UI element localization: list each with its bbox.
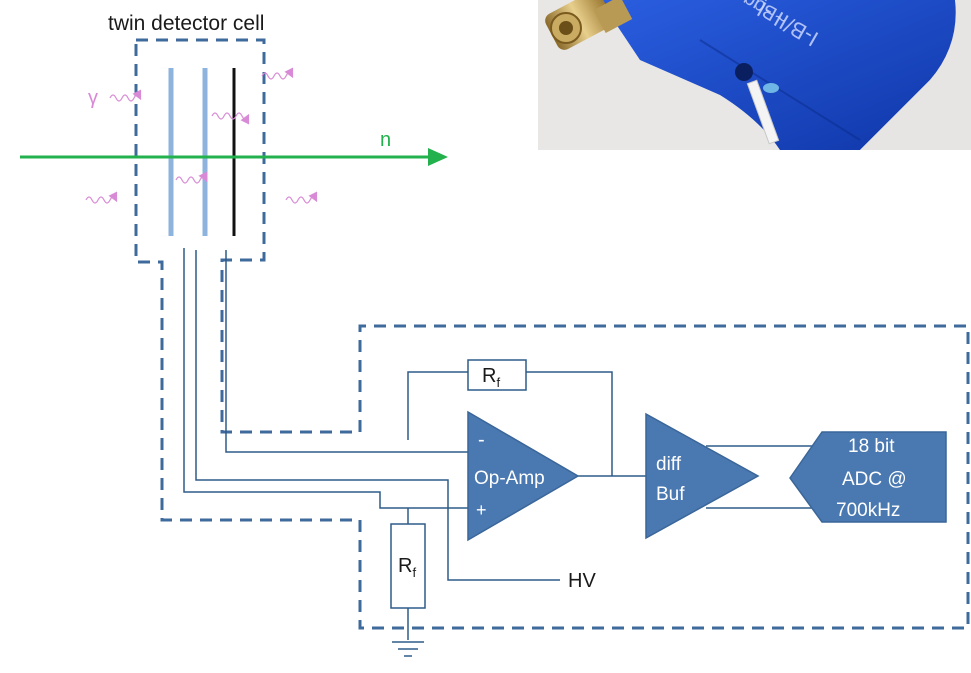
diff-buffer — [645, 412, 760, 540]
ground-resistor-label: R — [398, 555, 412, 577]
op-amp-minus: - — [478, 429, 485, 451]
feedback-resistor — [467, 359, 527, 391]
ground-resistor-sub: f — [412, 565, 416, 580]
svg-text:Rf: Rf — [482, 365, 500, 390]
op-amp-plus: + — [476, 500, 487, 520]
device-port — [735, 63, 753, 81]
neutron-beam — [20, 148, 448, 166]
adc-line1: 18 bit — [848, 436, 895, 457]
feedback-resistor-label: R — [482, 365, 496, 387]
svg-text:Rf: Rf — [398, 555, 416, 580]
hv-label: HV — [568, 570, 596, 592]
gamma-rays — [85, 67, 318, 204]
feedback-resistor-sub: f — [496, 375, 500, 390]
diff-buffer-line1: diff — [656, 454, 682, 475]
bnc-connector — [545, 0, 633, 50]
gamma-symbol: γ — [88, 87, 98, 109]
diff-buffer-line2: Buf — [656, 484, 685, 505]
wiring — [183, 248, 822, 657]
adc-line3: 700kHz — [836, 500, 900, 521]
op-amp — [467, 410, 580, 542]
neutron-label: n — [380, 129, 391, 151]
detector-cell-boundary — [134, 38, 970, 630]
ground-resistor — [390, 523, 426, 609]
white-pin — [746, 79, 780, 145]
cell-title: twin detector cell — [108, 12, 264, 35]
device-photo: ~Bgg I-B/II -I — [538, 0, 971, 150]
adc-block — [789, 431, 947, 523]
op-amp-label: Op-Amp — [474, 468, 545, 489]
adc-line2: ADC @ — [842, 469, 907, 490]
